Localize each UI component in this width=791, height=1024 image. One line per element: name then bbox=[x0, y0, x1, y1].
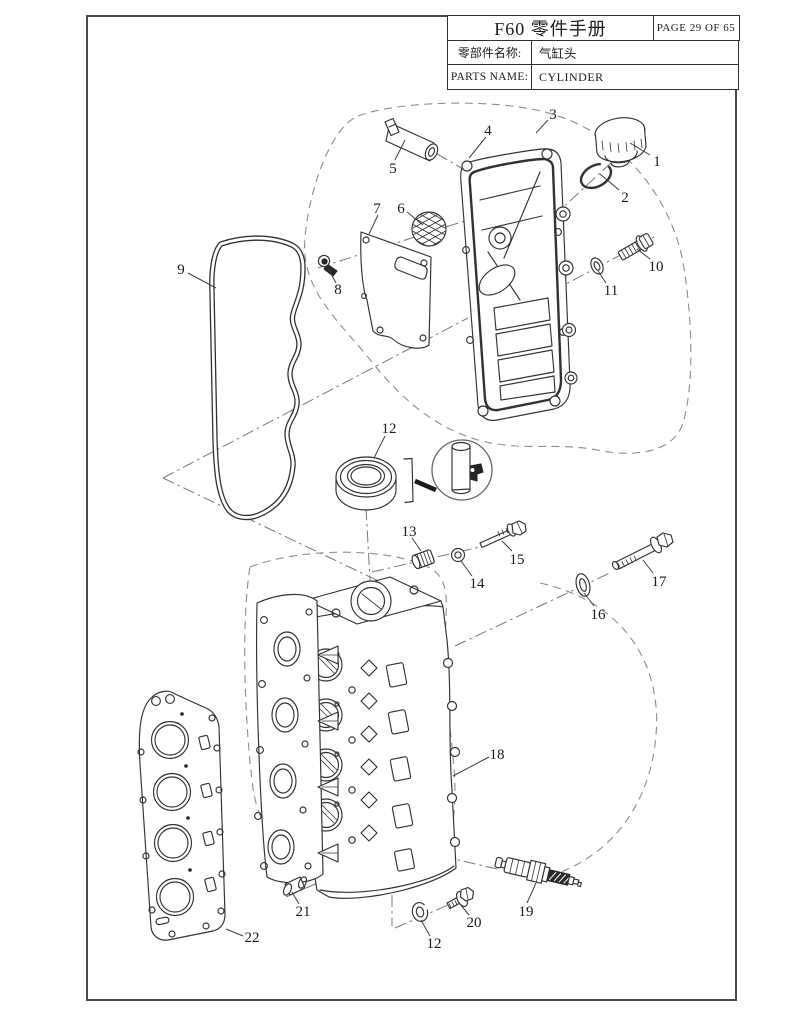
part-bolt-20 bbox=[446, 886, 475, 910]
part-breather-plate bbox=[360, 231, 432, 349]
part-cylinder-head-cover bbox=[460, 148, 578, 421]
hardware-group-boundary bbox=[539, 582, 658, 877]
part-washer-16 bbox=[575, 573, 591, 597]
leader-lines bbox=[187, 119, 654, 937]
callout-12-upper: 12 bbox=[382, 421, 397, 437]
callout-labels: 1 2 3 4 5 6 7 8 9 10 11 12 13 14 15 16 1… bbox=[177, 107, 667, 952]
callout-4: 4 bbox=[484, 123, 492, 139]
part-oil-seal bbox=[335, 456, 437, 511]
part-spark-plug bbox=[494, 856, 582, 888]
parts bbox=[137, 117, 674, 941]
callout-13: 13 bbox=[402, 524, 417, 540]
part-cover-bolt bbox=[617, 233, 654, 261]
part-name-label-cn: 零部件名称: bbox=[447, 39, 532, 66]
callout-6: 6 bbox=[397, 201, 405, 217]
valve-cover-group-boundary bbox=[304, 102, 692, 454]
parts-name-label-en: PARTS NAME: bbox=[447, 64, 532, 90]
part-long-bolt bbox=[611, 532, 674, 570]
page-border bbox=[86, 15, 737, 1001]
part-o-ring bbox=[579, 162, 613, 190]
part-plate-bolt bbox=[317, 254, 338, 277]
callout-3: 3 bbox=[549, 107, 557, 123]
part-cover-bolt-washer bbox=[590, 257, 604, 275]
callout-21: 21 bbox=[296, 904, 311, 920]
callout-5: 5 bbox=[389, 161, 397, 177]
head-intake-flange bbox=[254, 593, 339, 884]
part-dowel-pin bbox=[282, 876, 308, 896]
callout-2: 2 bbox=[621, 190, 629, 206]
part-bolt-15 bbox=[479, 520, 527, 549]
part-name-value-cn: 气缸头 bbox=[531, 39, 739, 66]
callout-14: 14 bbox=[470, 576, 486, 592]
part-oil-filler-cap bbox=[594, 117, 647, 168]
callout-15: 15 bbox=[510, 552, 525, 568]
head-window-openings bbox=[385, 662, 415, 872]
callout-1: 1 bbox=[653, 154, 661, 170]
callout-16: 16 bbox=[591, 607, 607, 623]
part-washer-12-lower bbox=[411, 902, 429, 922]
part-washer-14 bbox=[450, 547, 466, 563]
manual-title: F60 零件手册 bbox=[447, 15, 654, 41]
part-cylinder-head bbox=[254, 576, 461, 899]
part-breather-pipe bbox=[384, 117, 439, 162]
callout-17: 17 bbox=[652, 574, 668, 590]
callout-22: 22 bbox=[245, 930, 260, 946]
head-diamond-bosses bbox=[360, 659, 378, 842]
callout-19: 19 bbox=[519, 904, 534, 920]
callout-8: 8 bbox=[334, 282, 342, 298]
part-valve-cover-gasket bbox=[209, 235, 306, 521]
callout-10: 10 bbox=[649, 259, 664, 275]
parts-name-value-en: CYLINDER bbox=[531, 64, 739, 90]
part-plug-screw bbox=[411, 549, 435, 570]
callout-20: 20 bbox=[467, 915, 482, 931]
part-head-gasket bbox=[137, 690, 226, 941]
callout-18: 18 bbox=[490, 747, 505, 763]
callout-9: 9 bbox=[177, 262, 185, 278]
callout-7: 7 bbox=[373, 201, 381, 217]
callout-12-lower: 12 bbox=[427, 936, 442, 952]
page-indicator: PAGE 29 OF 65 bbox=[652, 15, 740, 41]
part-strainer-mesh bbox=[411, 211, 447, 247]
callout-11: 11 bbox=[604, 283, 618, 299]
oil-seal-detail-bubble bbox=[431, 439, 493, 501]
